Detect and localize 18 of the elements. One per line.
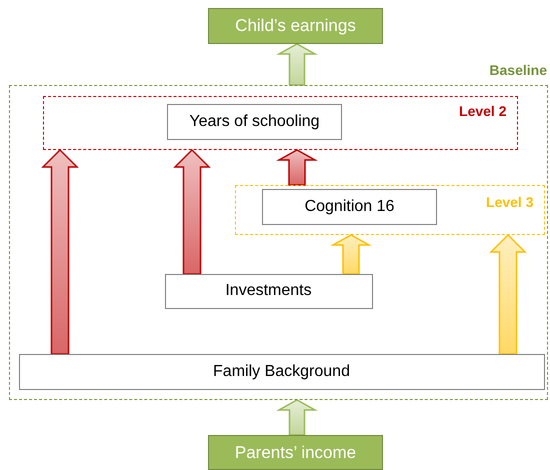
block-arrow (330, 234, 372, 275)
outcome-box: Parents’ income (208, 435, 383, 470)
dashed-group-frame (42, 96, 518, 150)
process-box: Years of schooling (167, 104, 342, 140)
process-box: Investments (164, 274, 372, 308)
block-arrow (276, 149, 318, 186)
group-label: Baseline (489, 62, 547, 78)
block-arrow (173, 148, 211, 275)
block-arrow (276, 399, 318, 436)
group-label: Level 2 (459, 102, 506, 118)
process-box: Cognition 16 (262, 189, 437, 225)
process-box: Family Background (18, 354, 544, 390)
block-arrow (489, 234, 527, 355)
group-label: Level 3 (486, 194, 534, 210)
outcome-box: Child’s earnings (208, 8, 383, 44)
block-arrow (41, 148, 79, 355)
dashed-group-frame (234, 184, 544, 234)
block-arrow (276, 43, 318, 86)
